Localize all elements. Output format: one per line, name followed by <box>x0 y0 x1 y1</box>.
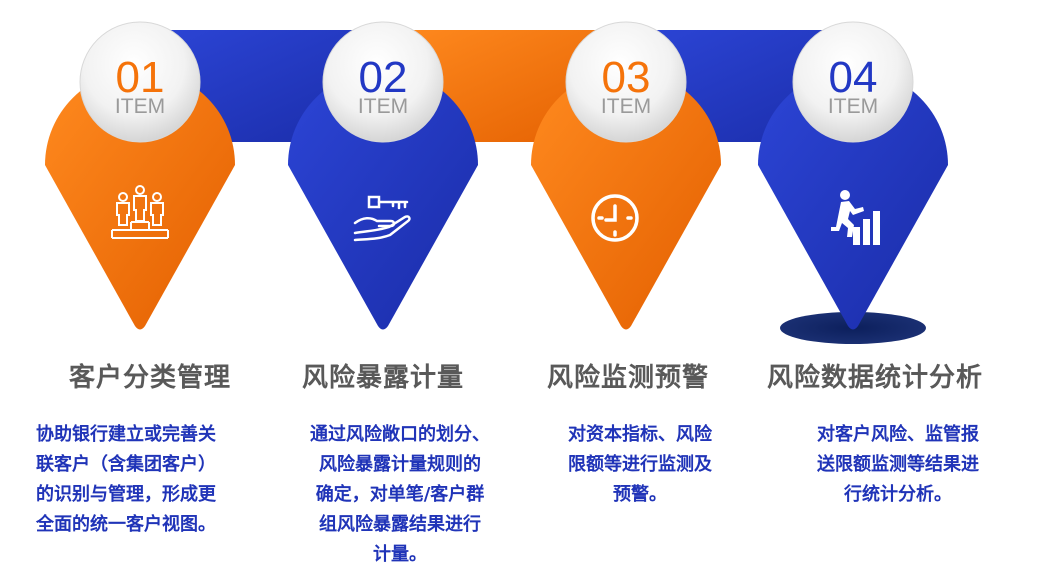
people-podium-icon <box>111 185 169 239</box>
item-4-item-label: ITEM <box>828 95 878 118</box>
item-2-badge <box>322 21 444 143</box>
item-2-arrow <box>288 70 478 330</box>
item-2-title: 风险暴露计量 <box>301 363 464 393</box>
desc-line: 送限额监测等结果进 <box>817 454 979 475</box>
climbing-stairs-icon <box>831 190 880 245</box>
desc-line: 组风险暴露结果进行 <box>319 514 481 535</box>
desc-line: 协助银行建立或完善关 <box>36 424 216 445</box>
item-1-description: 协助银行建立或完善关 联客户（含集团客户） 的识别与管理，形成更 全面的统一客户… <box>36 420 216 540</box>
item-4-number: 04 <box>829 53 878 102</box>
desc-line: 计量。 <box>373 544 427 565</box>
item-1-title: 客户分类管理 <box>68 363 231 393</box>
item-4-arrow <box>758 70 948 330</box>
item-3-title: 风险监测预警 <box>546 363 709 393</box>
item-1-number: 01 <box>116 53 165 102</box>
clock-icon <box>591 194 639 242</box>
item-4-badge <box>792 21 914 143</box>
item-2-item-label: ITEM <box>358 95 408 118</box>
item-1-badge <box>79 21 201 143</box>
desc-line: 限额等进行监测及 <box>568 454 712 475</box>
item-4-description: 对客户风险、监管报 送限额监测等结果进 行统计分析。 <box>798 420 998 510</box>
desc-line: 全面的统一客户视图。 <box>36 514 216 535</box>
item-3-badge <box>565 21 687 143</box>
item-2-description: 通过风险敞口的划分、 风险暴露计量规则的 确定，对单笔/客户群 组风险暴露结果进… <box>300 420 500 570</box>
desc-line: 风险暴露计量规则的 <box>319 454 481 475</box>
desc-line: 确定，对单笔/客户群 <box>315 484 485 505</box>
desc-line: 对资本指标、风险 <box>568 424 712 445</box>
desc-line: 预警。 <box>613 484 667 505</box>
desc-line: 对客户风险、监管报 <box>817 424 979 445</box>
desc-line: 联客户（含集团客户） <box>36 454 216 475</box>
item-1-item-label: ITEM <box>115 95 165 118</box>
key-hand-icon <box>353 195 411 242</box>
desc-line: 通过风险敞口的划分、 <box>310 424 490 445</box>
item-2-number: 02 <box>359 53 408 102</box>
item-1-arrow <box>45 70 235 330</box>
item-3-item-label: ITEM <box>601 95 651 118</box>
desc-line: 行统计分析。 <box>844 484 952 505</box>
item-3-number: 03 <box>602 53 651 102</box>
item-3-description: 对资本指标、风险 限额等进行监测及 预警。 <box>545 420 735 510</box>
item-4-title: 风险数据统计分析 <box>766 363 983 393</box>
desc-line: 的识别与管理，形成更 <box>36 484 216 505</box>
